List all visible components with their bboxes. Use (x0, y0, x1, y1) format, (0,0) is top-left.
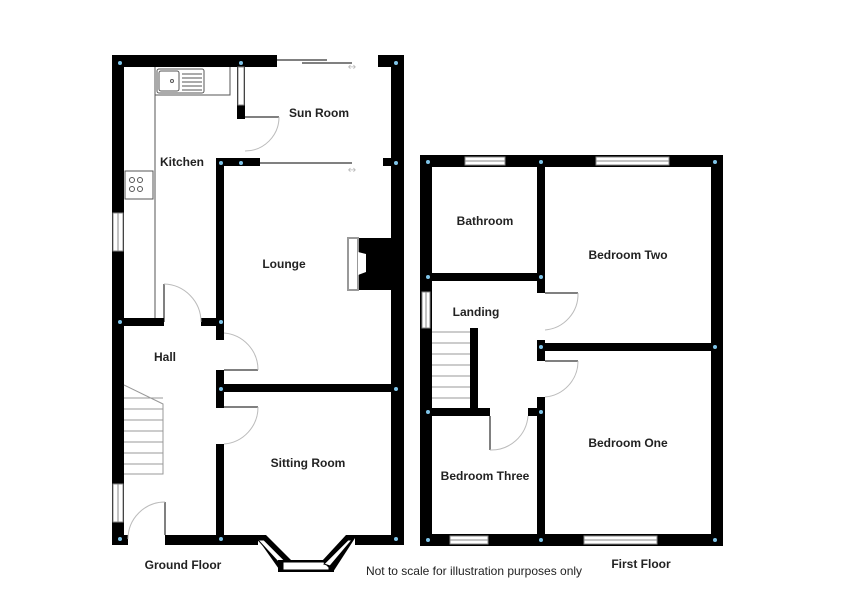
room-label-bedroom-two: Bedroom Two (588, 248, 668, 262)
ground-stairs (123, 384, 164, 475)
ground-doors (127, 116, 280, 540)
wall-nodes (118, 61, 717, 542)
first-floor-title: First Floor (611, 557, 671, 571)
ground-floor-title: Ground Floor (144, 558, 222, 572)
svg-text:↔: ↔ (348, 165, 356, 176)
kitchen-fittings (124, 67, 231, 318)
room-label-sun-room: Sun Room (289, 106, 349, 120)
room-label-bedroom-one: Bedroom One (588, 436, 668, 450)
first-windows (421, 156, 670, 545)
bay-window (255, 535, 357, 572)
ground-floor-walls (112, 55, 404, 545)
room-label-hall: Hall (153, 350, 177, 364)
first-stairs (432, 331, 470, 399)
room-label-bathroom: Bathroom (456, 214, 514, 228)
first-doors (489, 292, 579, 451)
fireplace (347, 237, 366, 291)
sliding-doors: ↔ ↔ (260, 59, 356, 176)
room-label-landing: Landing (452, 305, 500, 319)
ground-windows (112, 66, 245, 523)
room-label-lounge: Lounge (262, 257, 306, 271)
room-label-kitchen: Kitchen (159, 155, 205, 169)
svg-text:↔: ↔ (348, 62, 356, 73)
disclaimer-note: Not to scale for illustration purposes o… (365, 564, 583, 578)
room-label-bedroom-three: Bedroom Three (440, 469, 530, 483)
room-label-sitting-room: Sitting Room (270, 456, 346, 470)
